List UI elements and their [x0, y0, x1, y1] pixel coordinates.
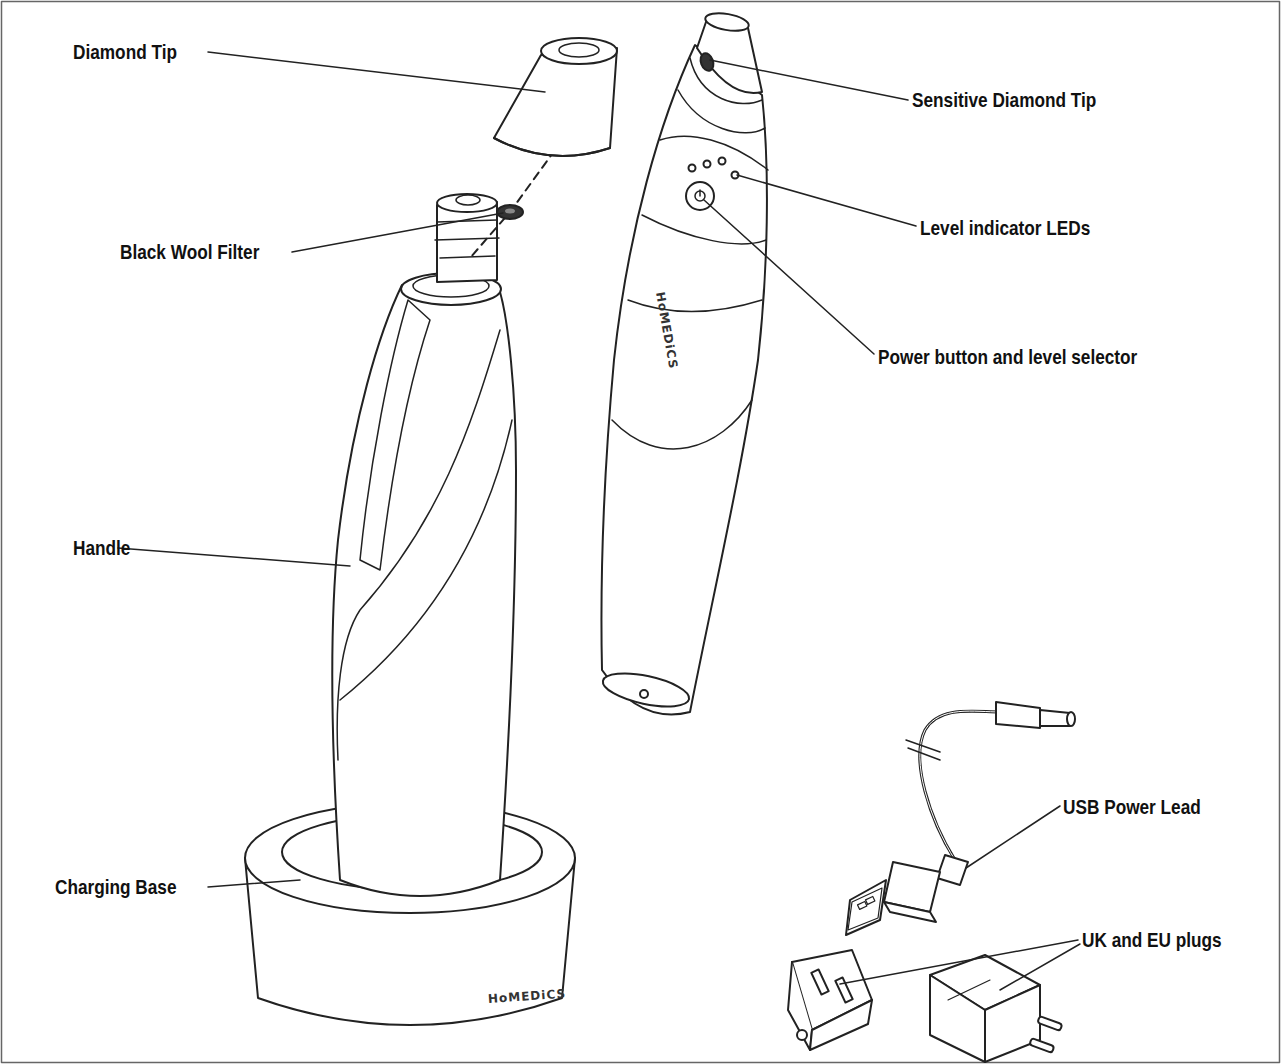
part-label: Handle — [73, 536, 130, 560]
part-label: Sensitive Diamond Tip — [912, 88, 1096, 112]
part-label: Diamond Tip — [73, 40, 177, 64]
part-label: Black Wool Filter — [120, 240, 259, 264]
part-label: Power button and level selector — [878, 345, 1137, 369]
part-label: Charging Base — [55, 875, 177, 899]
part-label: Level indicator LEDs — [920, 216, 1090, 240]
part-label: UK and EU plugs — [1082, 928, 1222, 952]
part-label: USB Power Lead — [1063, 795, 1201, 819]
